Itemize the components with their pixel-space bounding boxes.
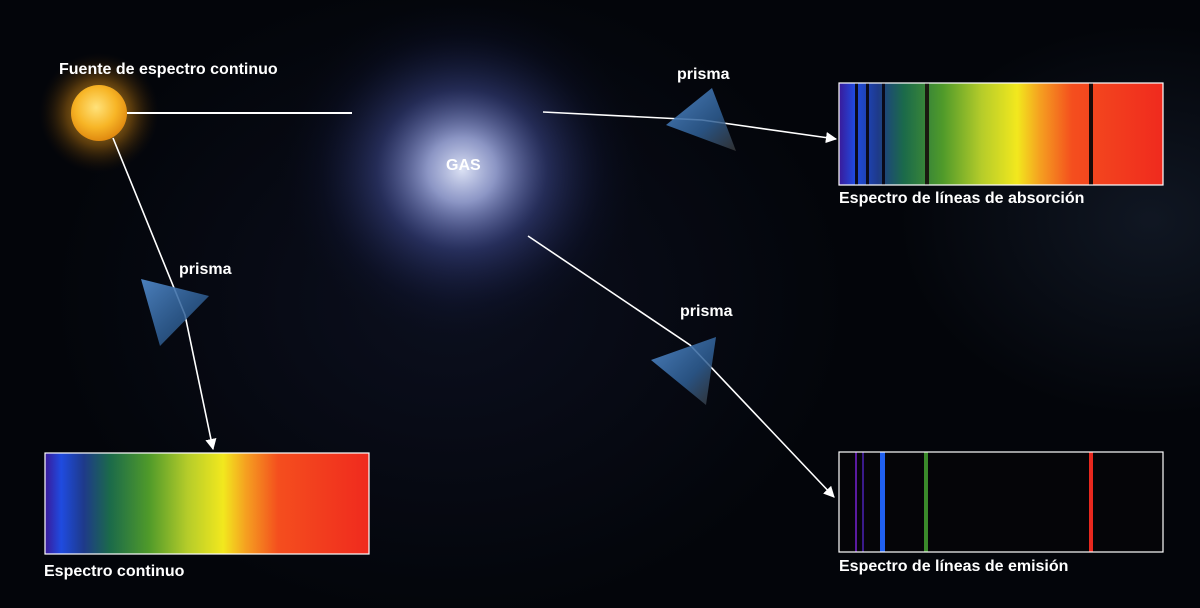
absorption-line-orange-red <box>1089 83 1093 185</box>
prism-left-label: prisma <box>179 261 232 278</box>
emission-line-blue <box>880 452 885 552</box>
absorption-line-green <box>925 83 929 185</box>
prism-left <box>141 279 209 346</box>
ray-gas-to-emission <box>527 235 835 498</box>
gas-label: GAS <box>446 157 481 174</box>
absorption-line-violet <box>855 83 858 185</box>
prism-bottom <box>651 337 716 405</box>
absorption-line-blue <box>866 83 869 185</box>
absorption-spectrum <box>838 82 1164 186</box>
absorption-line-blue-green <box>882 83 885 185</box>
light-source-sun <box>71 85 127 141</box>
prism-top <box>666 88 736 151</box>
absorption-spectrum-label: Espectro de líneas de absorción <box>839 190 1085 207</box>
gas-cloud <box>272 0 652 350</box>
continuous-spectrum-label: Espectro continuo <box>44 563 185 580</box>
emission-line-violet-2 <box>862 452 864 552</box>
continuous-spectrum <box>44 452 370 555</box>
prism-bottom-label: prisma <box>680 303 733 320</box>
emission-spectrum-label: Espectro de líneas de emisión <box>839 558 1069 575</box>
emission-line-red <box>1089 452 1093 552</box>
emission-spectrum <box>838 451 1164 553</box>
light-source-label: Fuente de espectro continuo <box>59 61 278 78</box>
prism-top-label: prisma <box>677 66 730 83</box>
emission-line-violet-1 <box>855 452 857 552</box>
emission-line-green <box>924 452 928 552</box>
